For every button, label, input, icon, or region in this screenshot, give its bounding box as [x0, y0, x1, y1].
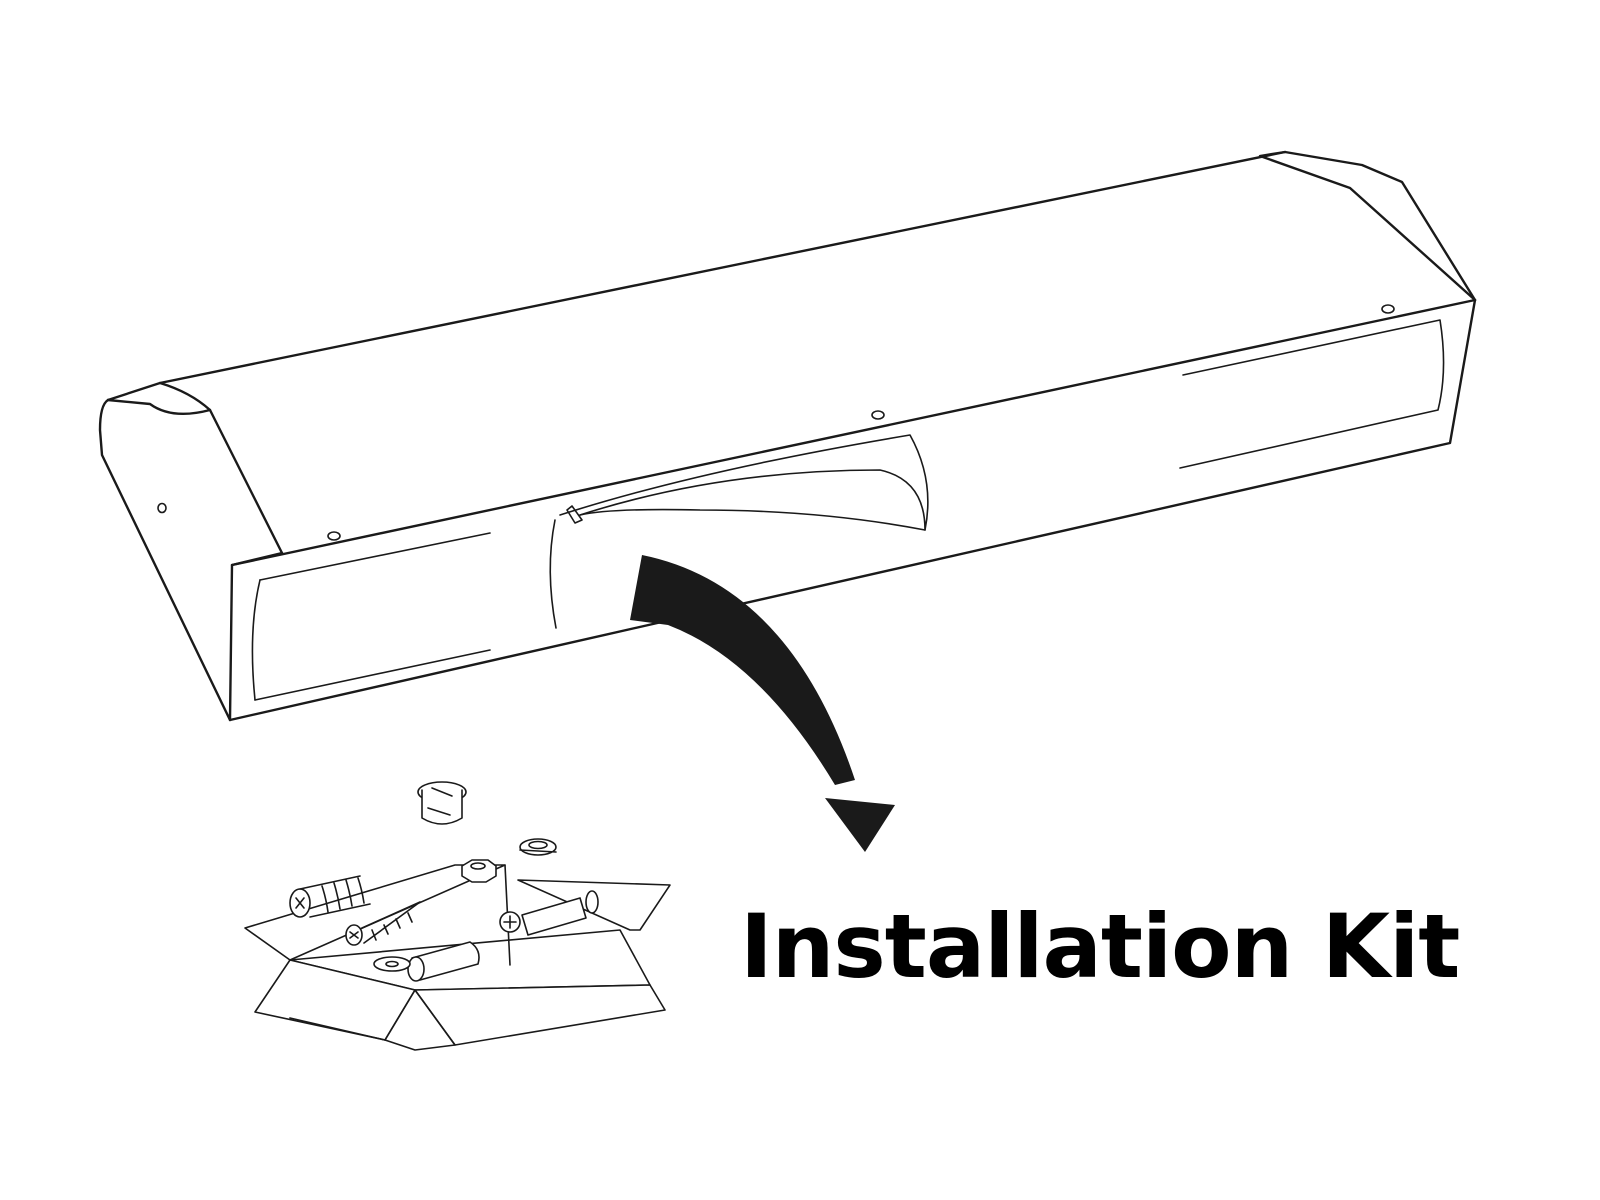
cabinet-unit-icon — [98, 150, 1477, 722]
hex-nut-icon — [461, 859, 497, 883]
dowel-pin-icon — [407, 941, 480, 982]
wall-plug-icon — [289, 875, 371, 918]
wood-screw-icon — [345, 901, 421, 946]
open-cardboard-box-icon — [244, 864, 671, 1051]
spring-washer-icon — [519, 838, 557, 856]
flat-washer-icon — [373, 956, 411, 972]
installation-kit-caption: Installation Kit — [740, 895, 1460, 998]
connector-bolt-icon — [499, 890, 599, 936]
cam-lock-fitting-icon — [417, 781, 467, 825]
curved-arrow-down-icon — [630, 555, 895, 852]
